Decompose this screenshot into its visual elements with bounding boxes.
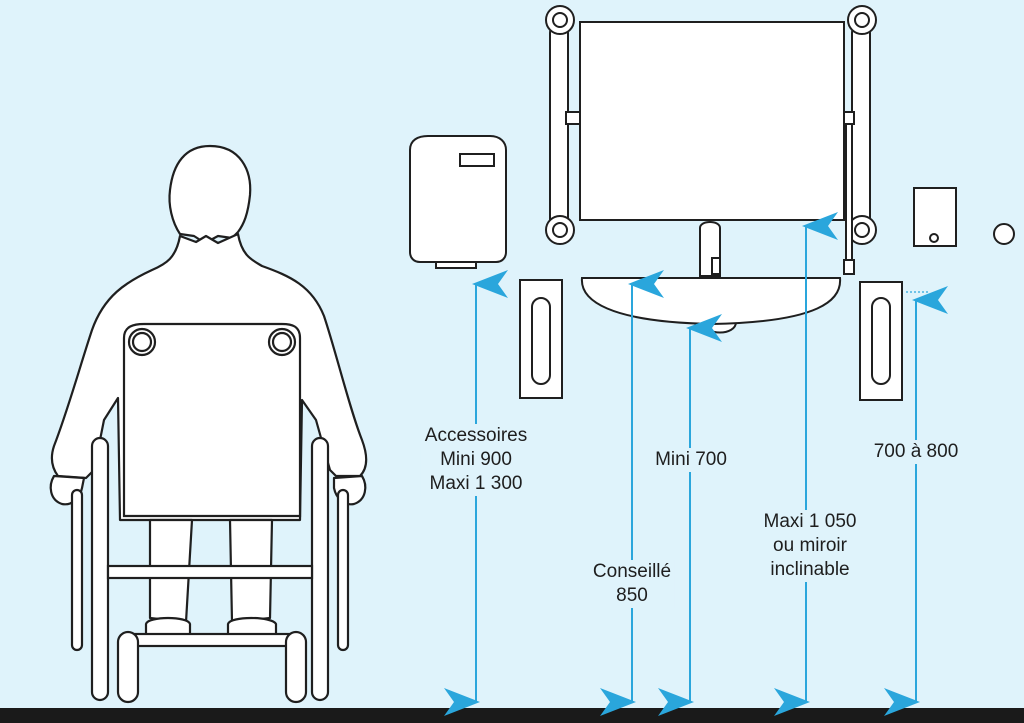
label-recommended-line2: 850 bbox=[616, 585, 648, 606]
label-accessories-line3: Maxi 1 300 bbox=[429, 473, 523, 494]
washbasin-icon bbox=[580, 277, 842, 334]
label-washbasin-min-line1: Mini 700 bbox=[655, 449, 727, 470]
label-grab-bar-line1: 700 à 800 bbox=[873, 441, 959, 462]
label-grab-bar: 700 à 800 bbox=[869, 440, 963, 464]
label-mirror-line3: inclinable bbox=[770, 559, 850, 580]
mirror-icon bbox=[579, 21, 845, 221]
faucet-icon bbox=[699, 221, 721, 277]
soap-dispenser-icon bbox=[913, 187, 957, 247]
hand-dryer-icon bbox=[409, 135, 507, 269]
label-mirror: Maxi 1 050 ou miroir inclinable bbox=[759, 510, 861, 582]
label-washbasin-min: Mini 700 bbox=[651, 448, 731, 472]
wheelchair-frame bbox=[70, 322, 350, 704]
grab-bar-icon bbox=[545, 5, 877, 275]
label-accessories-line2: Mini 900 bbox=[440, 449, 512, 470]
side-grab-bar-right bbox=[859, 281, 903, 401]
label-accessories: Accessoires Mini 900 Maxi 1 300 bbox=[420, 424, 532, 496]
label-mirror-line1: Maxi 1 050 bbox=[763, 511, 857, 532]
label-recommended: Conseillé 850 bbox=[588, 560, 676, 608]
floor-line bbox=[0, 708, 1024, 723]
side-grab-bar-left bbox=[519, 279, 563, 399]
label-accessories-line1: Accessoires bbox=[424, 425, 528, 446]
label-mirror-line2: ou miroir bbox=[773, 535, 847, 556]
button-icon bbox=[993, 223, 1015, 245]
label-recommended-line1: Conseillé bbox=[592, 561, 672, 582]
